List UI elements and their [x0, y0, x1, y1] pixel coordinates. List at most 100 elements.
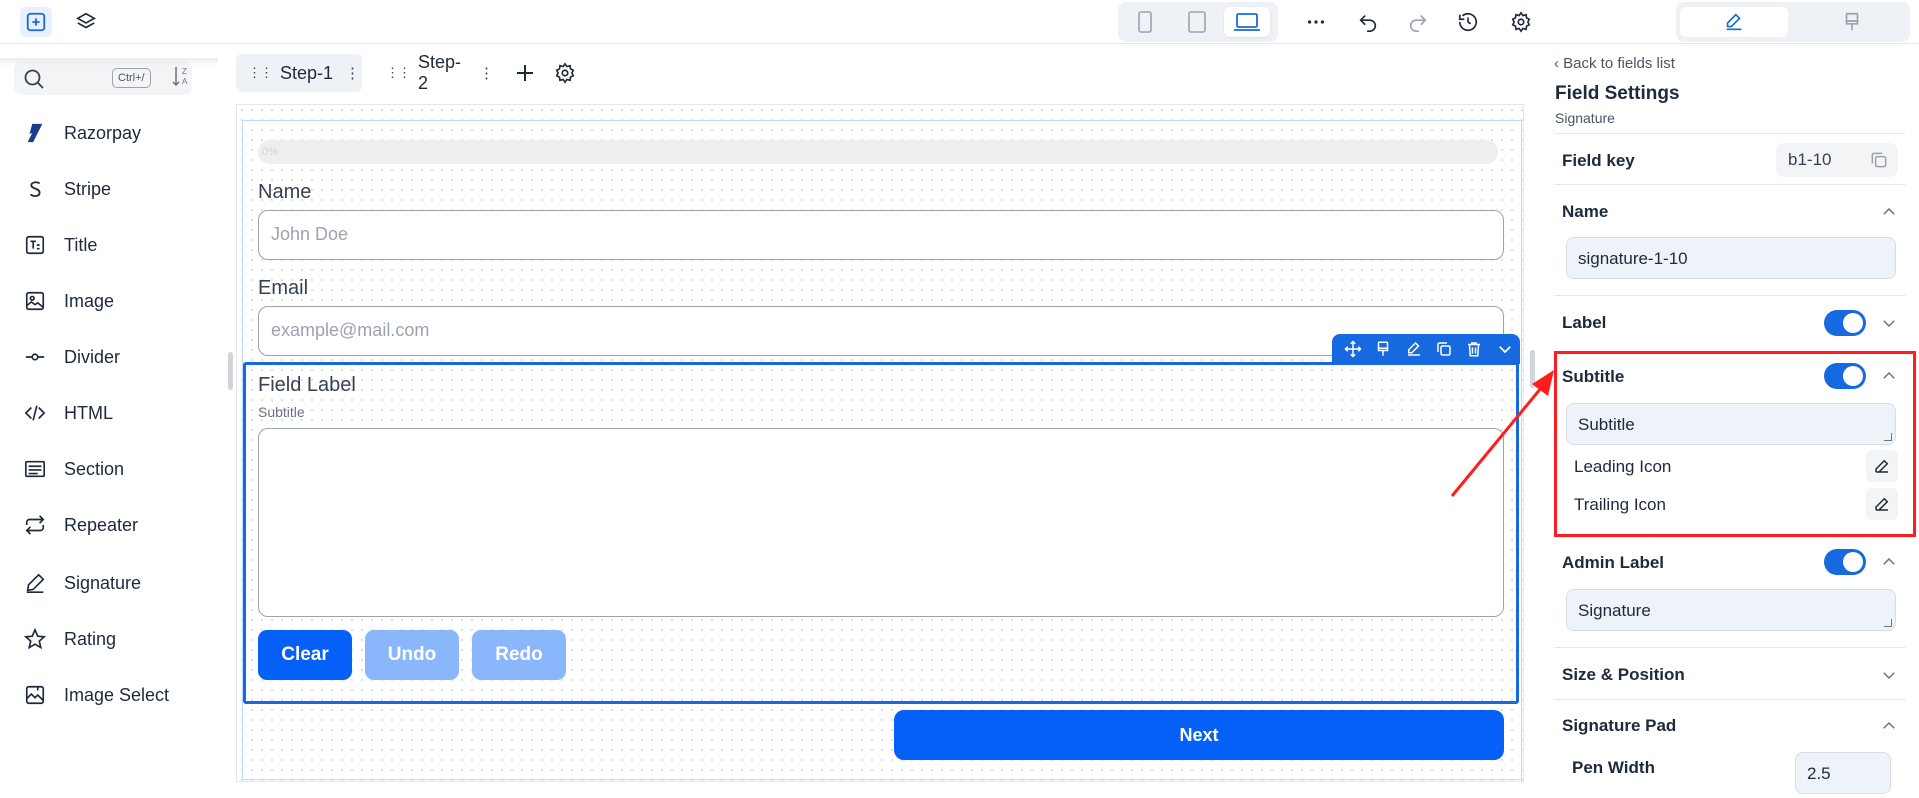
- subtitle-toggle[interactable]: [1824, 363, 1866, 389]
- section-icon: [25, 460, 45, 478]
- mobile-view-button[interactable]: [1122, 7, 1168, 37]
- label-toggle[interactable]: [1824, 310, 1866, 336]
- canvas-scrollbar[interactable]: [1530, 350, 1535, 388]
- chevron-up-icon[interactable]: [1880, 367, 1898, 385]
- settings-button[interactable]: [1505, 7, 1537, 37]
- sort-icon[interactable]: ZA: [172, 65, 192, 87]
- signature-subtitle: Subtitle: [258, 404, 305, 420]
- collapse-button[interactable]: [1490, 334, 1520, 364]
- chevron-down-icon[interactable]: [1880, 314, 1898, 332]
- redo-icon: [1409, 14, 1427, 32]
- trailing-icon-edit-button[interactable]: [1866, 488, 1898, 520]
- signature-icon: [26, 573, 45, 593]
- move-button[interactable]: [1338, 334, 1368, 364]
- tab-step-1[interactable]: ⋮⋮ Step-1 ⋮: [236, 54, 362, 92]
- paint-brush-icon: [1378, 341, 1389, 356]
- divider: [1554, 699, 1906, 700]
- resize-handle-icon[interactable]: [1884, 433, 1892, 441]
- top-toolbar: [0, 0, 1919, 44]
- field-action-toolbar: [1332, 334, 1520, 364]
- field-item-repeater[interactable]: Repeater: [24, 510, 138, 540]
- chevron-up-icon[interactable]: [1880, 717, 1898, 735]
- subtitle-setting-value: Subtitle: [1578, 415, 1635, 434]
- settings-title: Field Settings: [1555, 83, 1680, 104]
- signature-pad[interactable]: [258, 428, 1504, 617]
- email-input[interactable]: example@mail.com: [258, 306, 1504, 356]
- clear-button[interactable]: Clear: [258, 630, 352, 680]
- tab-step-2[interactable]: ⋮⋮ Step-2 ⋮: [374, 52, 494, 93]
- field-item-signature[interactable]: Signature: [24, 568, 141, 598]
- field-item-label: HTML: [64, 402, 113, 423]
- field-item-rating[interactable]: Rating: [24, 624, 116, 654]
- duplicate-button[interactable]: [1429, 334, 1459, 364]
- edit-button[interactable]: [1399, 334, 1429, 364]
- trash-icon: [1468, 342, 1481, 357]
- tablet-view-button[interactable]: [1174, 7, 1220, 37]
- drag-handle-icon[interactable]: ⋮⋮: [386, 65, 411, 80]
- field-search-input[interactable]: Ctrl+/: [14, 61, 192, 95]
- signature-pad-label: Signature Pad: [1562, 716, 1677, 735]
- drag-handle-icon[interactable]: ⋮⋮: [248, 65, 273, 80]
- leading-icon-edit-button[interactable]: [1866, 450, 1898, 482]
- style-mode-button[interactable]: [1798, 7, 1906, 37]
- field-item-html[interactable]: HTML: [24, 398, 113, 428]
- divider: [1554, 133, 1906, 134]
- add-field-button[interactable]: [20, 7, 52, 37]
- form-container: [242, 120, 1522, 780]
- field-item-image[interactable]: Image: [24, 286, 114, 316]
- name-input[interactable]: John Doe: [258, 210, 1504, 260]
- undo-button[interactable]: [1352, 7, 1384, 37]
- step-settings-button[interactable]: [550, 58, 580, 88]
- pen-width-input[interactable]: 2.5: [1795, 752, 1891, 794]
- edit-mode-button[interactable]: [1680, 7, 1788, 37]
- trailing-icon-label: Trailing Icon: [1574, 495, 1666, 514]
- field-key-label: Field key: [1562, 151, 1635, 170]
- progress-bar: 0%: [258, 140, 1498, 164]
- history-button[interactable]: [1452, 7, 1484, 37]
- field-item-image-select[interactable]: Image Select: [24, 680, 169, 710]
- add-step-button[interactable]: [510, 58, 540, 88]
- chevron-up-icon[interactable]: [1880, 203, 1898, 221]
- left-scrollbar[interactable]: [228, 352, 233, 390]
- signature-redo-button[interactable]: Redo: [472, 630, 566, 680]
- field-item-razorpay[interactable]: Razorpay: [24, 118, 141, 148]
- tab-menu-icon[interactable]: ⋮: [479, 65, 494, 82]
- subtitle-setting-input[interactable]: Subtitle: [1566, 403, 1896, 445]
- plus-icon: [517, 65, 533, 81]
- plus-square-icon: [26, 12, 46, 32]
- desktop-view-button[interactable]: [1224, 7, 1270, 37]
- admin-label-input[interactable]: Signature: [1566, 589, 1896, 631]
- layers-button[interactable]: [70, 7, 102, 37]
- style-button[interactable]: [1368, 334, 1398, 364]
- signature-undo-button[interactable]: Undo: [365, 630, 459, 680]
- more-button[interactable]: [1300, 7, 1332, 37]
- chevron-down-icon[interactable]: [1880, 666, 1898, 684]
- field-item-label: Title: [64, 234, 98, 255]
- edit-icon: [1875, 497, 1889, 511]
- redo-button[interactable]: [1402, 7, 1434, 37]
- field-item-divider[interactable]: Divider: [24, 342, 120, 372]
- divider: [1554, 295, 1906, 296]
- more-horizontal-icon: [1307, 20, 1325, 24]
- laptop-icon: [1234, 13, 1260, 31]
- copy-icon[interactable]: [1868, 150, 1890, 170]
- mode-switcher: [1676, 2, 1910, 42]
- chevron-up-icon[interactable]: [1880, 553, 1898, 571]
- search-icon: [24, 69, 44, 89]
- field-item-section[interactable]: Section: [24, 454, 124, 484]
- field-item-title[interactable]: Title: [24, 230, 97, 260]
- field-item-label: Image Select: [64, 684, 170, 705]
- field-item-stripe[interactable]: Stripe: [24, 174, 111, 204]
- back-to-fields-link[interactable]: ‹ Back to fields list: [1554, 55, 1675, 72]
- name-setting-label: Name: [1562, 202, 1609, 221]
- next-button[interactable]: Next: [894, 710, 1504, 760]
- resize-handle-icon[interactable]: [1884, 619, 1892, 627]
- field-item-label: Image: [64, 290, 115, 311]
- tab-menu-icon[interactable]: ⋮: [345, 65, 361, 82]
- admin-label-toggle[interactable]: [1824, 549, 1866, 575]
- selected-field-outline[interactable]: [243, 362, 1519, 704]
- admin-label-value: Signature: [1578, 601, 1651, 620]
- delete-button[interactable]: [1459, 334, 1489, 364]
- name-setting-input[interactable]: signature-1-10: [1566, 237, 1896, 279]
- field-item-label: Razorpay: [64, 122, 142, 143]
